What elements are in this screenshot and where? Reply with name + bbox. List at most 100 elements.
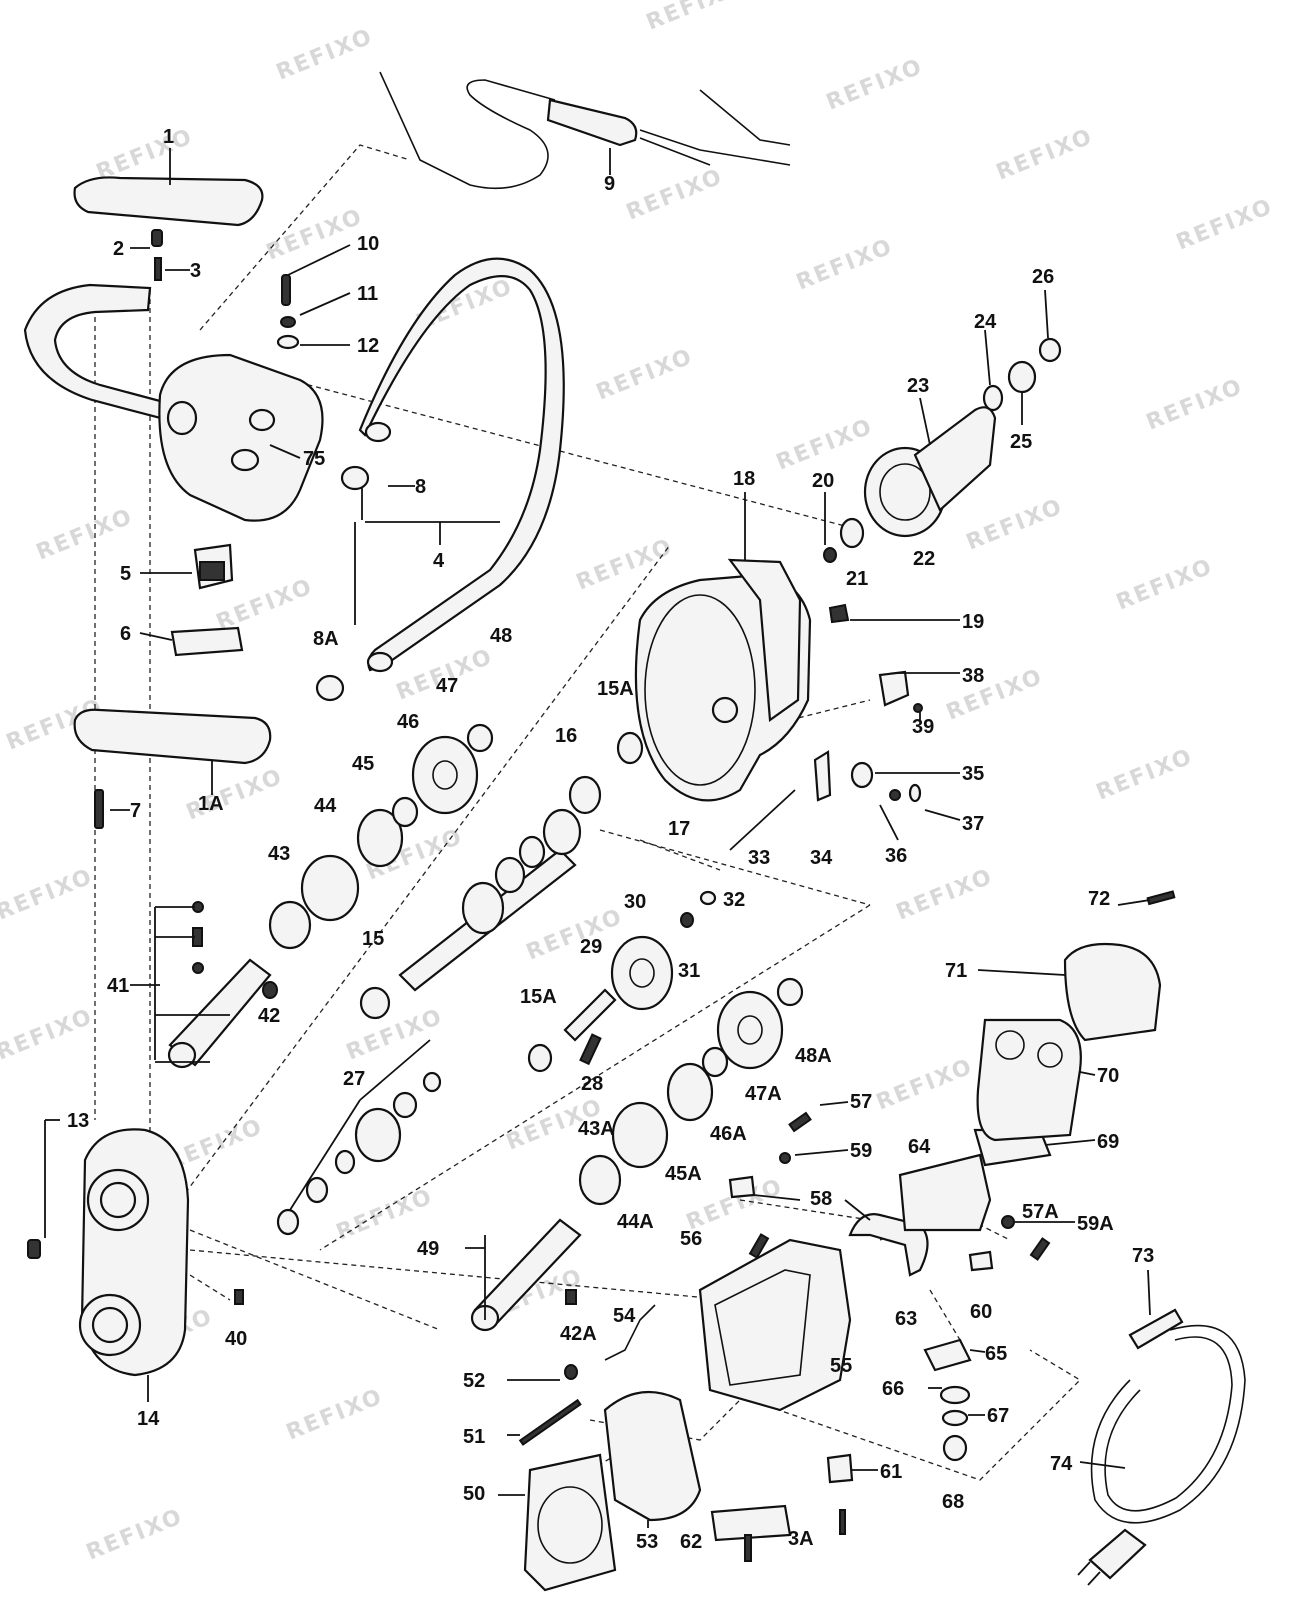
leader-line [924,809,961,821]
part-18-housing-cap [727,558,802,723]
part-label: 14 [137,1408,160,1430]
part-48a-bearing [776,977,804,1007]
part-74-plug [1088,1528,1147,1580]
part-8-plug [340,465,370,491]
part-label: 15 [362,928,384,950]
part-15a-bearing [616,731,644,765]
part-label: 18 [733,468,755,490]
part-label: 22 [913,548,935,570]
part-label: 10 [357,233,379,255]
part-9-sleeve [546,98,638,147]
part-label: 58 [810,1188,832,1210]
part-51-screw [518,1398,582,1446]
part-label: 2 [113,238,124,260]
part-39-screw [913,703,923,713]
part-label: 6 [120,623,131,645]
part-label: 51 [463,1426,485,1448]
part-label: 59A [1077,1213,1114,1235]
watermark: REFIXO [993,124,1097,185]
part-label: 34 [810,847,833,869]
guide-line [189,1229,441,1331]
part-label: 59 [850,1140,872,1162]
part-61-connector [826,1453,854,1484]
part-label: 37 [962,813,984,835]
part-27-washer [276,1208,300,1236]
part-16-gear [568,775,602,815]
part-17-housing-hub [711,696,739,724]
part-label: 55 [830,1355,852,1377]
part-label: 26 [1032,266,1054,288]
part-59a-screw [1001,1215,1015,1229]
leader-line [753,1194,801,1201]
part-29-pinion [563,988,617,1042]
part-label: 44A [617,1211,654,1233]
watermark: REFIXO [0,864,97,925]
part-16-gear [494,856,526,894]
part-6-switch-plate [170,626,244,657]
watermark: REFIXO [83,1504,187,1565]
part-3a-screw [839,1509,846,1535]
part-32-clip [699,890,717,906]
part-38-cover [878,670,910,707]
part-label: 42 [258,1005,280,1027]
part-label: 57A [1022,1201,1059,1223]
part-label: 47 [436,675,458,697]
watermark: REFIXO [343,1004,447,1065]
part-41-spindle-end [167,1041,197,1069]
part-47a-gear-hub [737,1015,763,1045]
watermark: REFIXO [523,904,627,965]
part-27-gear [354,1107,402,1163]
leader-line [1117,899,1151,906]
leader-line [1079,1461,1126,1469]
leader-line [287,244,351,276]
part-47-gear-hub [432,760,458,790]
part-10-screw [281,274,291,306]
part-8a-plug [315,674,345,702]
part-74-power-cord-inner [1104,1336,1233,1512]
part-label: 42A [560,1323,597,1345]
part-label: 57 [850,1091,872,1113]
part-label: 67 [987,1405,1009,1427]
part-31-nut [680,912,694,928]
part-71-end-cap [1063,942,1162,1042]
part-label: 53 [636,1531,658,1553]
part-44a-bearing [611,1101,669,1169]
part-50-plate-bore [537,1486,603,1564]
part-label: 50 [463,1483,485,1505]
watermark: REFIXO [263,204,367,265]
part-20-washer [823,547,837,563]
part-30-gear-hub [629,958,655,988]
watermark: REFIXO [273,24,377,85]
part-26-cap [1038,337,1062,363]
part-label: 27 [343,1068,365,1090]
watermark: REFIXO [593,344,697,405]
part-70-housing-hole [1037,1042,1063,1068]
leader-line [794,1149,849,1156]
part-58-brush-holder [728,1175,756,1199]
part-74-plug-pin [1087,1571,1101,1586]
part-1-handle-cover [73,176,264,227]
part-4-tube-end [364,421,392,443]
part-57a-brush [1029,1237,1051,1261]
watermark: REFIXO [1173,194,1277,255]
part-16-gear [461,881,505,935]
part-label: 3A [788,1528,814,1550]
part-handle-bore [166,400,198,436]
part-label: 17 [668,818,690,840]
guide-line [189,1249,731,1301]
leader-line [819,1101,849,1106]
part-label: 8 [415,476,426,498]
part-44-bearing [300,854,360,922]
watermark: REFIXO [823,54,927,115]
part-label: 3 [190,260,201,282]
guide-line [199,144,411,331]
part-labels: 1 1A 2 3 3A 4 5 6 7 8 8A 9 10 11 12 13 1… [67,126,1154,1553]
part-45a-ring [666,1062,714,1122]
part-14-bearing-seat [91,1306,129,1344]
part-14-bearing-seat [99,1181,137,1219]
leader-line [969,1349,986,1353]
part-43a-bearing [578,1154,622,1206]
part-label: 69 [1097,1131,1119,1153]
part-45-ring [356,808,404,868]
part-9-cable [379,71,556,190]
